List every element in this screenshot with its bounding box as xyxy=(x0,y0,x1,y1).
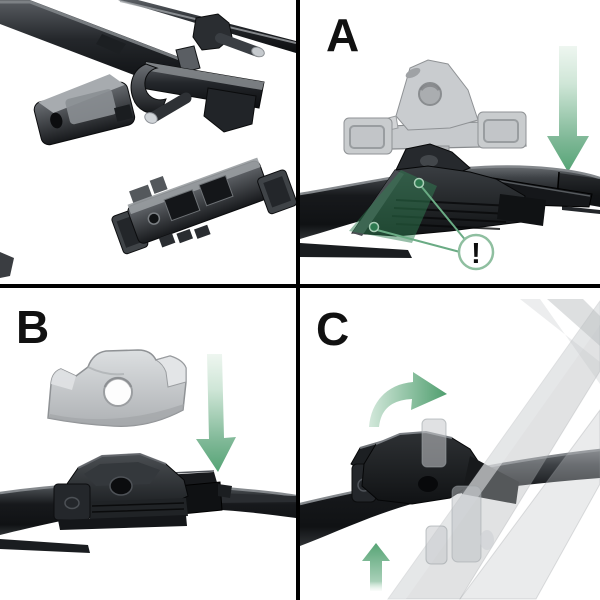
warning-exclamation: ! xyxy=(471,238,481,270)
panel-step-a: ! A xyxy=(300,0,600,284)
down-arrow-icon xyxy=(547,46,589,172)
large-bracket-adapter xyxy=(111,157,296,255)
attention-overlay: ! xyxy=(349,170,495,271)
horizontal-divider xyxy=(0,284,600,288)
step-label-b: B xyxy=(16,301,50,353)
warning-icon: ! xyxy=(457,233,495,271)
down-arrow-icon xyxy=(196,354,236,472)
parts-illustration xyxy=(0,0,296,278)
panel-parts xyxy=(0,0,296,284)
blade-connector xyxy=(53,452,232,530)
step-c-illustration xyxy=(300,299,600,600)
grey-cap-adapter xyxy=(47,349,187,427)
wiper-arm-ghost xyxy=(387,299,600,600)
small-clip-adapter xyxy=(33,74,136,146)
up-arrow-icon xyxy=(362,543,390,591)
wiper-arm-rod xyxy=(118,0,296,58)
panel-step-c: C xyxy=(300,288,600,600)
wiper-arm-side-pin xyxy=(0,0,265,133)
step-a-illustration: ! xyxy=(300,46,600,271)
callout-dot xyxy=(368,221,380,233)
step-label-c: C xyxy=(316,303,350,355)
panel-step-b: B xyxy=(0,288,296,600)
grey-adapter xyxy=(343,59,527,161)
callout-dot xyxy=(413,177,425,189)
blade-connector xyxy=(350,430,519,505)
step-label-a: A xyxy=(326,9,360,61)
vertical-divider xyxy=(296,0,300,600)
rotate-clockwise-arrow-icon xyxy=(369,372,447,427)
step-b-illustration xyxy=(0,349,296,553)
part-fragment xyxy=(0,252,14,278)
